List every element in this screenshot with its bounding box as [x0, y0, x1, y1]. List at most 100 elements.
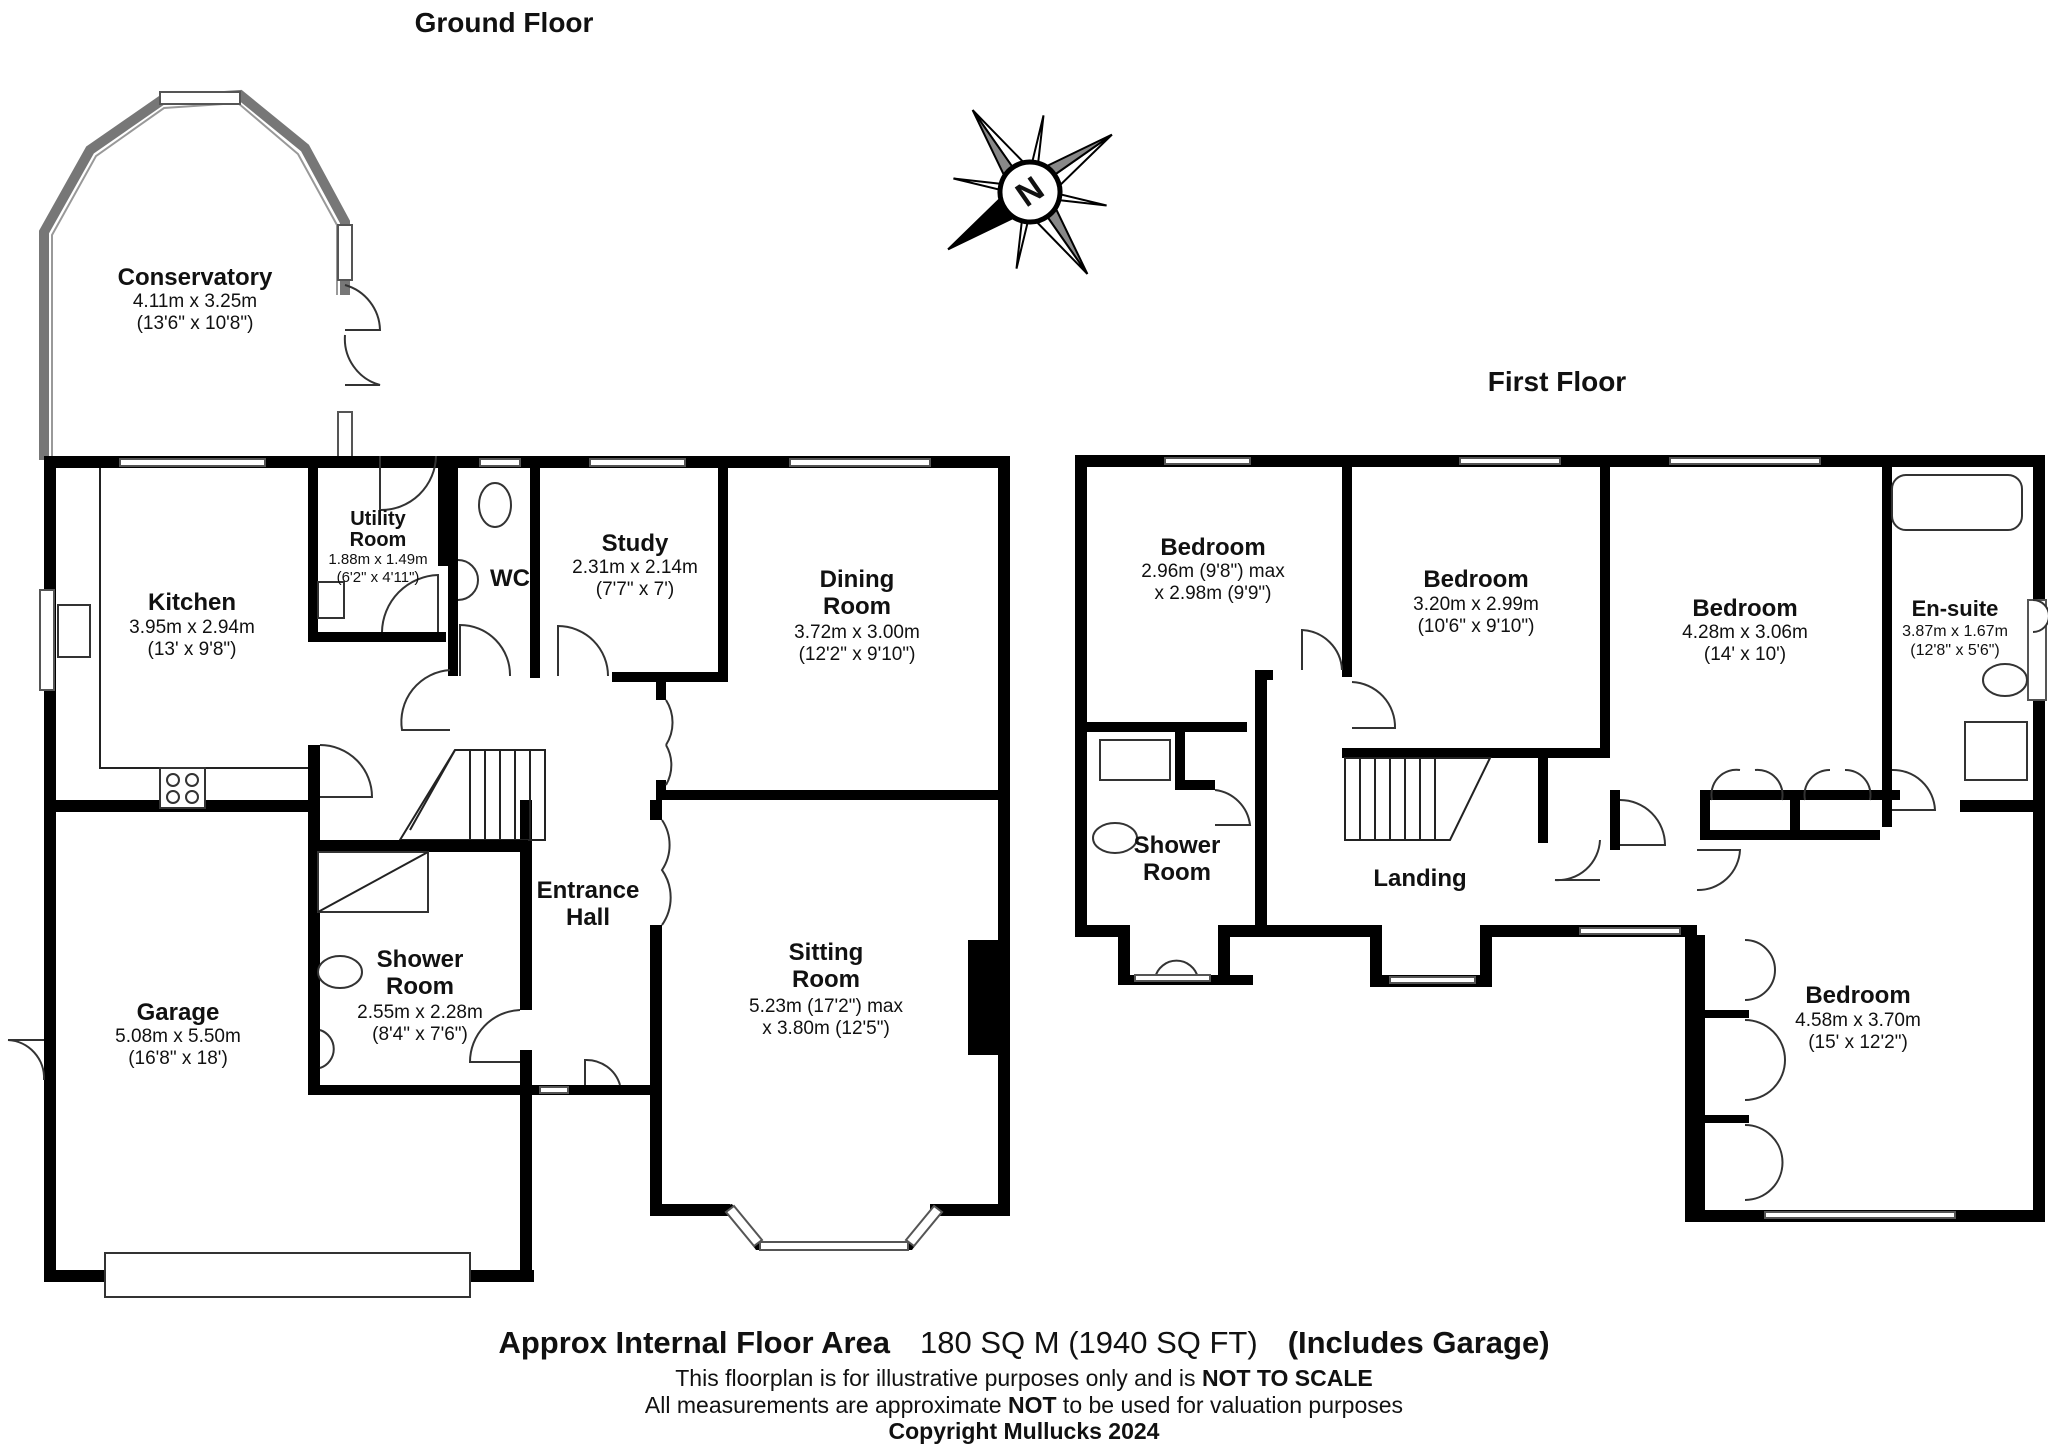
utility-sink: [317, 581, 345, 619]
ensuite-dim: (12'8" x 5'6"): [1910, 642, 2000, 659]
stair-treads: [409, 749, 531, 840]
bed4-west-wall: [1685, 925, 1697, 1220]
ensuite-toilet: [1982, 663, 2028, 697]
disclaimer-text: This floorplan is for illustrative purpo…: [675, 1365, 1202, 1391]
ff-shower-door: [1214, 789, 1252, 826]
sitting-room-label: Room: [792, 966, 860, 993]
ground-floor-plan: [7, 89, 1010, 1298]
bed2-east-wall: [1600, 467, 1610, 757]
bedroom-dim: 3.20m x 2.99m: [1413, 594, 1539, 615]
sitting-bay-window: [724, 1204, 764, 1248]
ff-shower-toilet: [1092, 822, 1138, 854]
ff-shower-room-label: Shower: [1134, 832, 1221, 859]
utility-label: Room: [350, 529, 407, 551]
landing-window: [1389, 976, 1476, 984]
kitchen-sink: [57, 604, 91, 658]
measurement-line: All measurements are approximate NOT to …: [0, 1392, 2048, 1419]
shower-room-label: Room: [386, 973, 454, 1000]
fireplace: [968, 940, 998, 1055]
floor-area-note: (Includes Garage): [1287, 1325, 1550, 1360]
front-door: [584, 1058, 621, 1086]
study-dim: 2.31m x 2.14m: [572, 557, 698, 578]
landing-window: [1579, 927, 1681, 935]
bed1-east-wall: [1342, 467, 1352, 677]
dining-door: [665, 744, 673, 786]
shower-north-wall: [308, 840, 528, 852]
compass-icon: [947, 109, 1113, 275]
bedroom-label: Bedroom: [1160, 534, 1265, 561]
wc-window: [479, 458, 521, 467]
bed3-west-wall: [1610, 790, 1620, 850]
bed1-south-wall: [1087, 722, 1247, 732]
wc-door: [459, 623, 512, 677]
study-door: [557, 624, 609, 677]
stair-wall: [308, 800, 320, 840]
conservatory-window: [337, 411, 353, 458]
shower-east-wall: [520, 800, 532, 1010]
kitchen-worktop: [99, 468, 308, 769]
wc-toilet: [478, 482, 512, 528]
hall-wall: [656, 680, 666, 700]
utility-east-wall: [438, 456, 448, 566]
not-emphasis: NOT: [1007, 1392, 1057, 1418]
bed4-wardrobe-doors: [1744, 939, 1786, 1201]
study-window: [589, 458, 686, 467]
sitting-south-wall: [930, 1204, 1010, 1216]
first-floor-title: First Floor: [1488, 366, 1627, 397]
ensuite-shower: [1964, 721, 2028, 781]
kitchen-label: Kitchen: [148, 589, 236, 616]
kitchen-dim: (13' x 9'8"): [148, 639, 237, 660]
front-wall: [530, 1085, 650, 1095]
bed3-door: [1619, 799, 1667, 846]
wc-basin: [457, 559, 479, 601]
sitting-south-wall: [650, 1204, 730, 1216]
measurement-text: to be used for valuation purposes: [1056, 1392, 1404, 1418]
dining-label: Dining: [820, 566, 895, 593]
utility-door-2: [381, 573, 439, 633]
ensuite-label: En-suite: [1912, 596, 1999, 621]
utility-dim: (6'2" x 4'11"): [337, 569, 420, 586]
hall-wall: [656, 780, 666, 800]
sitting-room-dim: x 3.80m (12'5"): [762, 1018, 890, 1039]
entrance-hall-label: Hall: [566, 904, 610, 931]
garage-west-wall: [44, 800, 56, 1280]
hall-wall: [650, 800, 662, 820]
utility-south-wall: [308, 632, 446, 642]
front-window: [539, 1086, 569, 1094]
room-labels: Conservatory 4.11m x 3.25m (13'6" x 10'8…: [115, 264, 2008, 1069]
bed1-window: [1164, 457, 1251, 465]
conservatory-door: [343, 334, 381, 386]
not-to-scale: NOT TO SCALE: [1201, 1365, 1373, 1391]
hall-wall: [650, 925, 662, 945]
kitchen-window: [39, 589, 55, 691]
bed2-door: [1351, 681, 1397, 729]
wc-east-wall: [530, 456, 540, 678]
bed4-door: [1696, 849, 1742, 892]
ff-shower-window: [1134, 974, 1211, 982]
shower-room-door: [468, 1009, 521, 1063]
sitting-doors: [660, 819, 672, 926]
bed3-wardrobes: [1790, 790, 1800, 840]
landing-label: Landing: [1373, 865, 1466, 892]
ff-shower-wall: [1175, 780, 1215, 790]
wc-label: WC: [490, 565, 530, 592]
landing-west-wall: [1255, 670, 1273, 680]
utility-door: [379, 455, 437, 512]
bedroom-dim: (15' x 12'2"): [1808, 1032, 1908, 1053]
bed4-window: [1764, 1211, 1956, 1219]
bed2-window: [1459, 457, 1561, 465]
conservatory-window: [159, 91, 241, 105]
study-south-wall: [612, 672, 728, 682]
ff-shower-basin: [1153, 959, 1200, 979]
wc-west-wall: [448, 456, 458, 676]
floor-area-label: Approx Internal Floor Area: [498, 1325, 891, 1360]
east-wall: [998, 456, 1010, 1216]
ff-shower-wall: [1175, 732, 1185, 787]
shower-room-dim: 2.55m x 2.28m: [357, 1002, 483, 1023]
ff-south-wall: [1075, 925, 1130, 937]
wardrobe-doors: [1710, 768, 1784, 801]
study-east-wall: [718, 456, 728, 681]
hob: [159, 767, 206, 809]
bedroom-dim: 4.28m x 3.06m: [1682, 622, 1808, 643]
garage-door: [104, 1252, 471, 1298]
